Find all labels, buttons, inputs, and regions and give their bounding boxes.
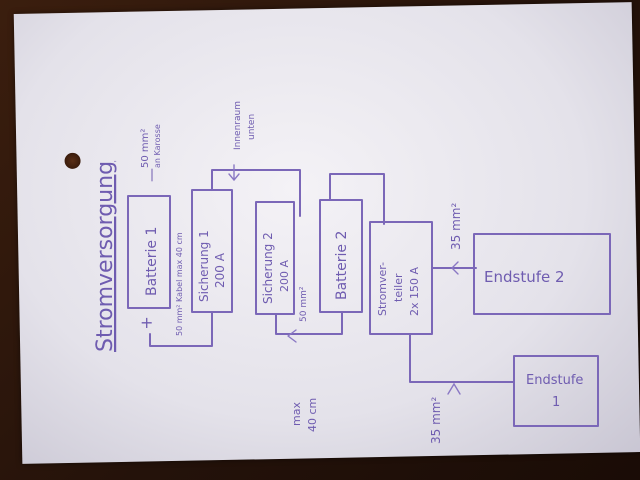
karosse-label-line1: 50 mm² (140, 129, 151, 168)
cable-35mm-bottom-label: 35 mm² (429, 397, 443, 444)
battery-1-box (127, 195, 171, 309)
plus-sign: + (140, 313, 153, 332)
distributor-label-line1: Stromver- (376, 262, 389, 316)
arrow-to-amp-2 (451, 261, 459, 275)
fuse-2-label-line1: Sicherung 2 (261, 232, 275, 304)
distributor-label-line2: teiler (392, 273, 405, 302)
karosse-label-line2: an Karosse (153, 124, 162, 168)
wire-fuse2-battery2-bottom (275, 311, 343, 335)
amp-2-box (473, 233, 611, 315)
wire-to-amp-1 (409, 333, 515, 383)
fuse-1-label-line2: 200 A (213, 252, 227, 288)
distributor-box (369, 221, 433, 335)
cable-50mm-label: 50 mm² Kabel max 40 cm (175, 232, 184, 336)
innenraum-label-line1: Innenraum (233, 101, 243, 150)
cable-50mm-label-2: 50 mm² (299, 286, 309, 322)
amp-1-box (513, 355, 599, 427)
battery-2-label: Batterie 2 (334, 231, 350, 300)
amp-2-label: Endstufe 2 (484, 268, 565, 286)
minus-sign: — (144, 168, 160, 182)
cable-35mm-top-label: 35 mm² (449, 203, 463, 250)
innenraum-arrow (228, 164, 240, 182)
amp-1-label-line1: Endstufe (526, 373, 583, 388)
fuse-2-label-line2: 200 A (278, 260, 291, 292)
battery-1-label: Batterie 1 (144, 227, 160, 296)
wire-battery2-top (329, 173, 385, 225)
arrow-into-fuse2 (287, 329, 297, 343)
wire-top-fuse1 (211, 169, 301, 217)
max-label-line1: max (290, 402, 303, 426)
arrow-to-amp-1 (447, 382, 461, 395)
max-label-line2: 40 cm (306, 398, 319, 432)
distributor-label-line3: 2x 150 A (408, 267, 421, 316)
diagram-title: Stromversorgung (93, 161, 118, 352)
fuse-1-label-line1: Sicherung 1 (197, 230, 211, 302)
wire-left-loop (149, 311, 213, 347)
innenraum-label-line2: unten (247, 114, 257, 140)
amp-1-label-line2: 1 (552, 395, 560, 410)
